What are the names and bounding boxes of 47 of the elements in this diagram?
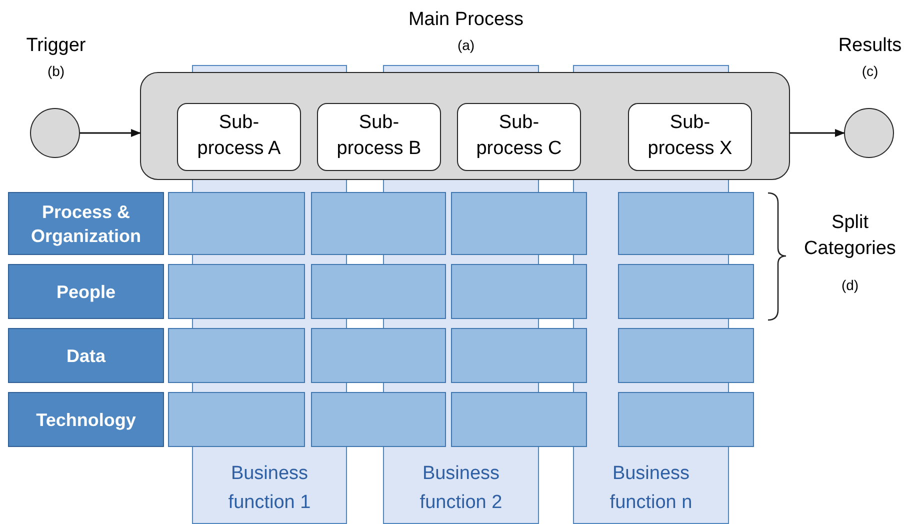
subprocess-label: Sub-process A [196,111,282,161]
subprocess-box [317,103,441,171]
business-function-label: Business function 2 [418,462,504,515]
matrix-cell [311,392,446,447]
matrix-cell [618,192,754,255]
category-header [8,392,164,447]
category-header [8,192,164,255]
node-letter: (c) [860,63,880,79]
matrix-cell [168,328,305,383]
matrix-cell [311,328,446,383]
matrix-cell [451,192,587,255]
category-header [8,328,164,383]
subprocess-box [628,103,752,171]
business-function-column [383,447,539,524]
category-label: Technology [35,408,137,432]
business-function-column [573,447,729,524]
arrow [790,129,845,137]
category-label: People [55,280,117,304]
node-title: Trigger [25,35,87,57]
matrix-cell [618,328,754,383]
node-title: Main Process [407,9,525,31]
node-letter: (b) [46,63,66,79]
category-header [8,264,164,319]
category-label: Process & Organization [30,200,142,248]
matrix-cell [618,264,754,319]
business-function-label: Business function n [608,462,694,515]
matrix-cell [311,192,446,255]
category-label: Data [65,344,107,368]
arrow [80,129,141,137]
matrix-cell [451,328,587,383]
node-title: Results [837,35,903,57]
matrix-cell [311,264,446,319]
subprocess-label: Sub-process X [646,111,734,161]
matrix-cell [618,392,754,447]
business-function-column [192,447,347,524]
subprocess-box [177,103,301,171]
matrix-cell [451,392,587,447]
matrix-cell [168,264,305,319]
subprocess-label: Sub-process C [475,111,563,161]
bracket-letter: (d) [840,276,860,295]
subprocess-label: Sub-process B [336,111,422,161]
matrix-cell [168,392,305,447]
subprocess-box [457,103,581,171]
business-function-label: Business function 1 [227,462,312,515]
bracket-label: Split Categories [803,211,897,261]
matrix-cell [168,192,305,255]
matrix-cell [451,264,587,319]
